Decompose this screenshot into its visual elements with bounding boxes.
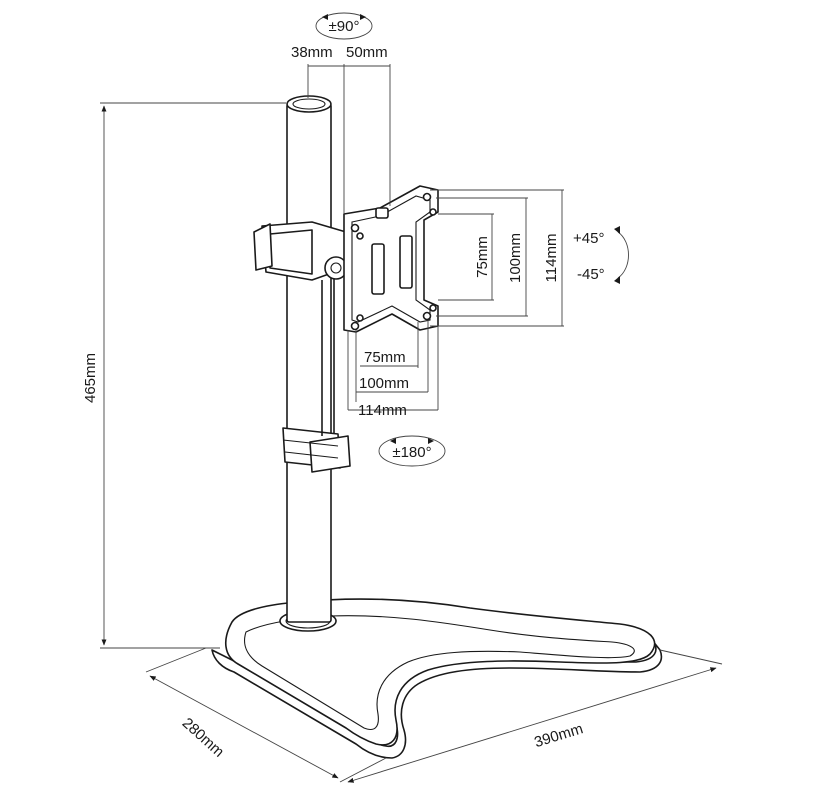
rotate-label: ±180° [392,444,431,461]
lower-clamp [282,427,351,473]
tilt-down-label: -45° [577,266,605,283]
height-label: 465mm [82,353,99,403]
vesa-v-100-label: 100mm [507,233,524,283]
offset-dimension [307,64,391,214]
vesa-h-114-label: 114mm [358,402,407,419]
depth-label: 280mm [179,715,228,761]
vesa-v-75-label: 75mm [474,236,491,278]
rotate-symbol [378,435,446,467]
stand-pole [286,95,332,623]
tilt-up-label: +45° [573,230,604,247]
upper-clamp [253,221,348,436]
vesa-v-114-label: 114mm [543,234,560,283]
swivel-label: ±90° [329,18,360,35]
vesa-plate [343,185,439,333]
height-dimension [100,102,286,649]
offset-b-label: 50mm [346,44,388,61]
offset-a-label: 38mm [291,44,333,61]
base-dimensions [145,647,723,783]
vesa-h-100-label: 100mm [359,375,409,392]
tilt-symbol [614,226,629,284]
vesa-horizontal-dimensions [347,320,439,411]
stand-base [211,598,663,759]
swivel-symbol [315,12,373,40]
vesa-vertical-dimensions [430,189,564,327]
vesa-h-75-label: 75mm [364,349,406,366]
width-label: 390mm [532,720,585,751]
